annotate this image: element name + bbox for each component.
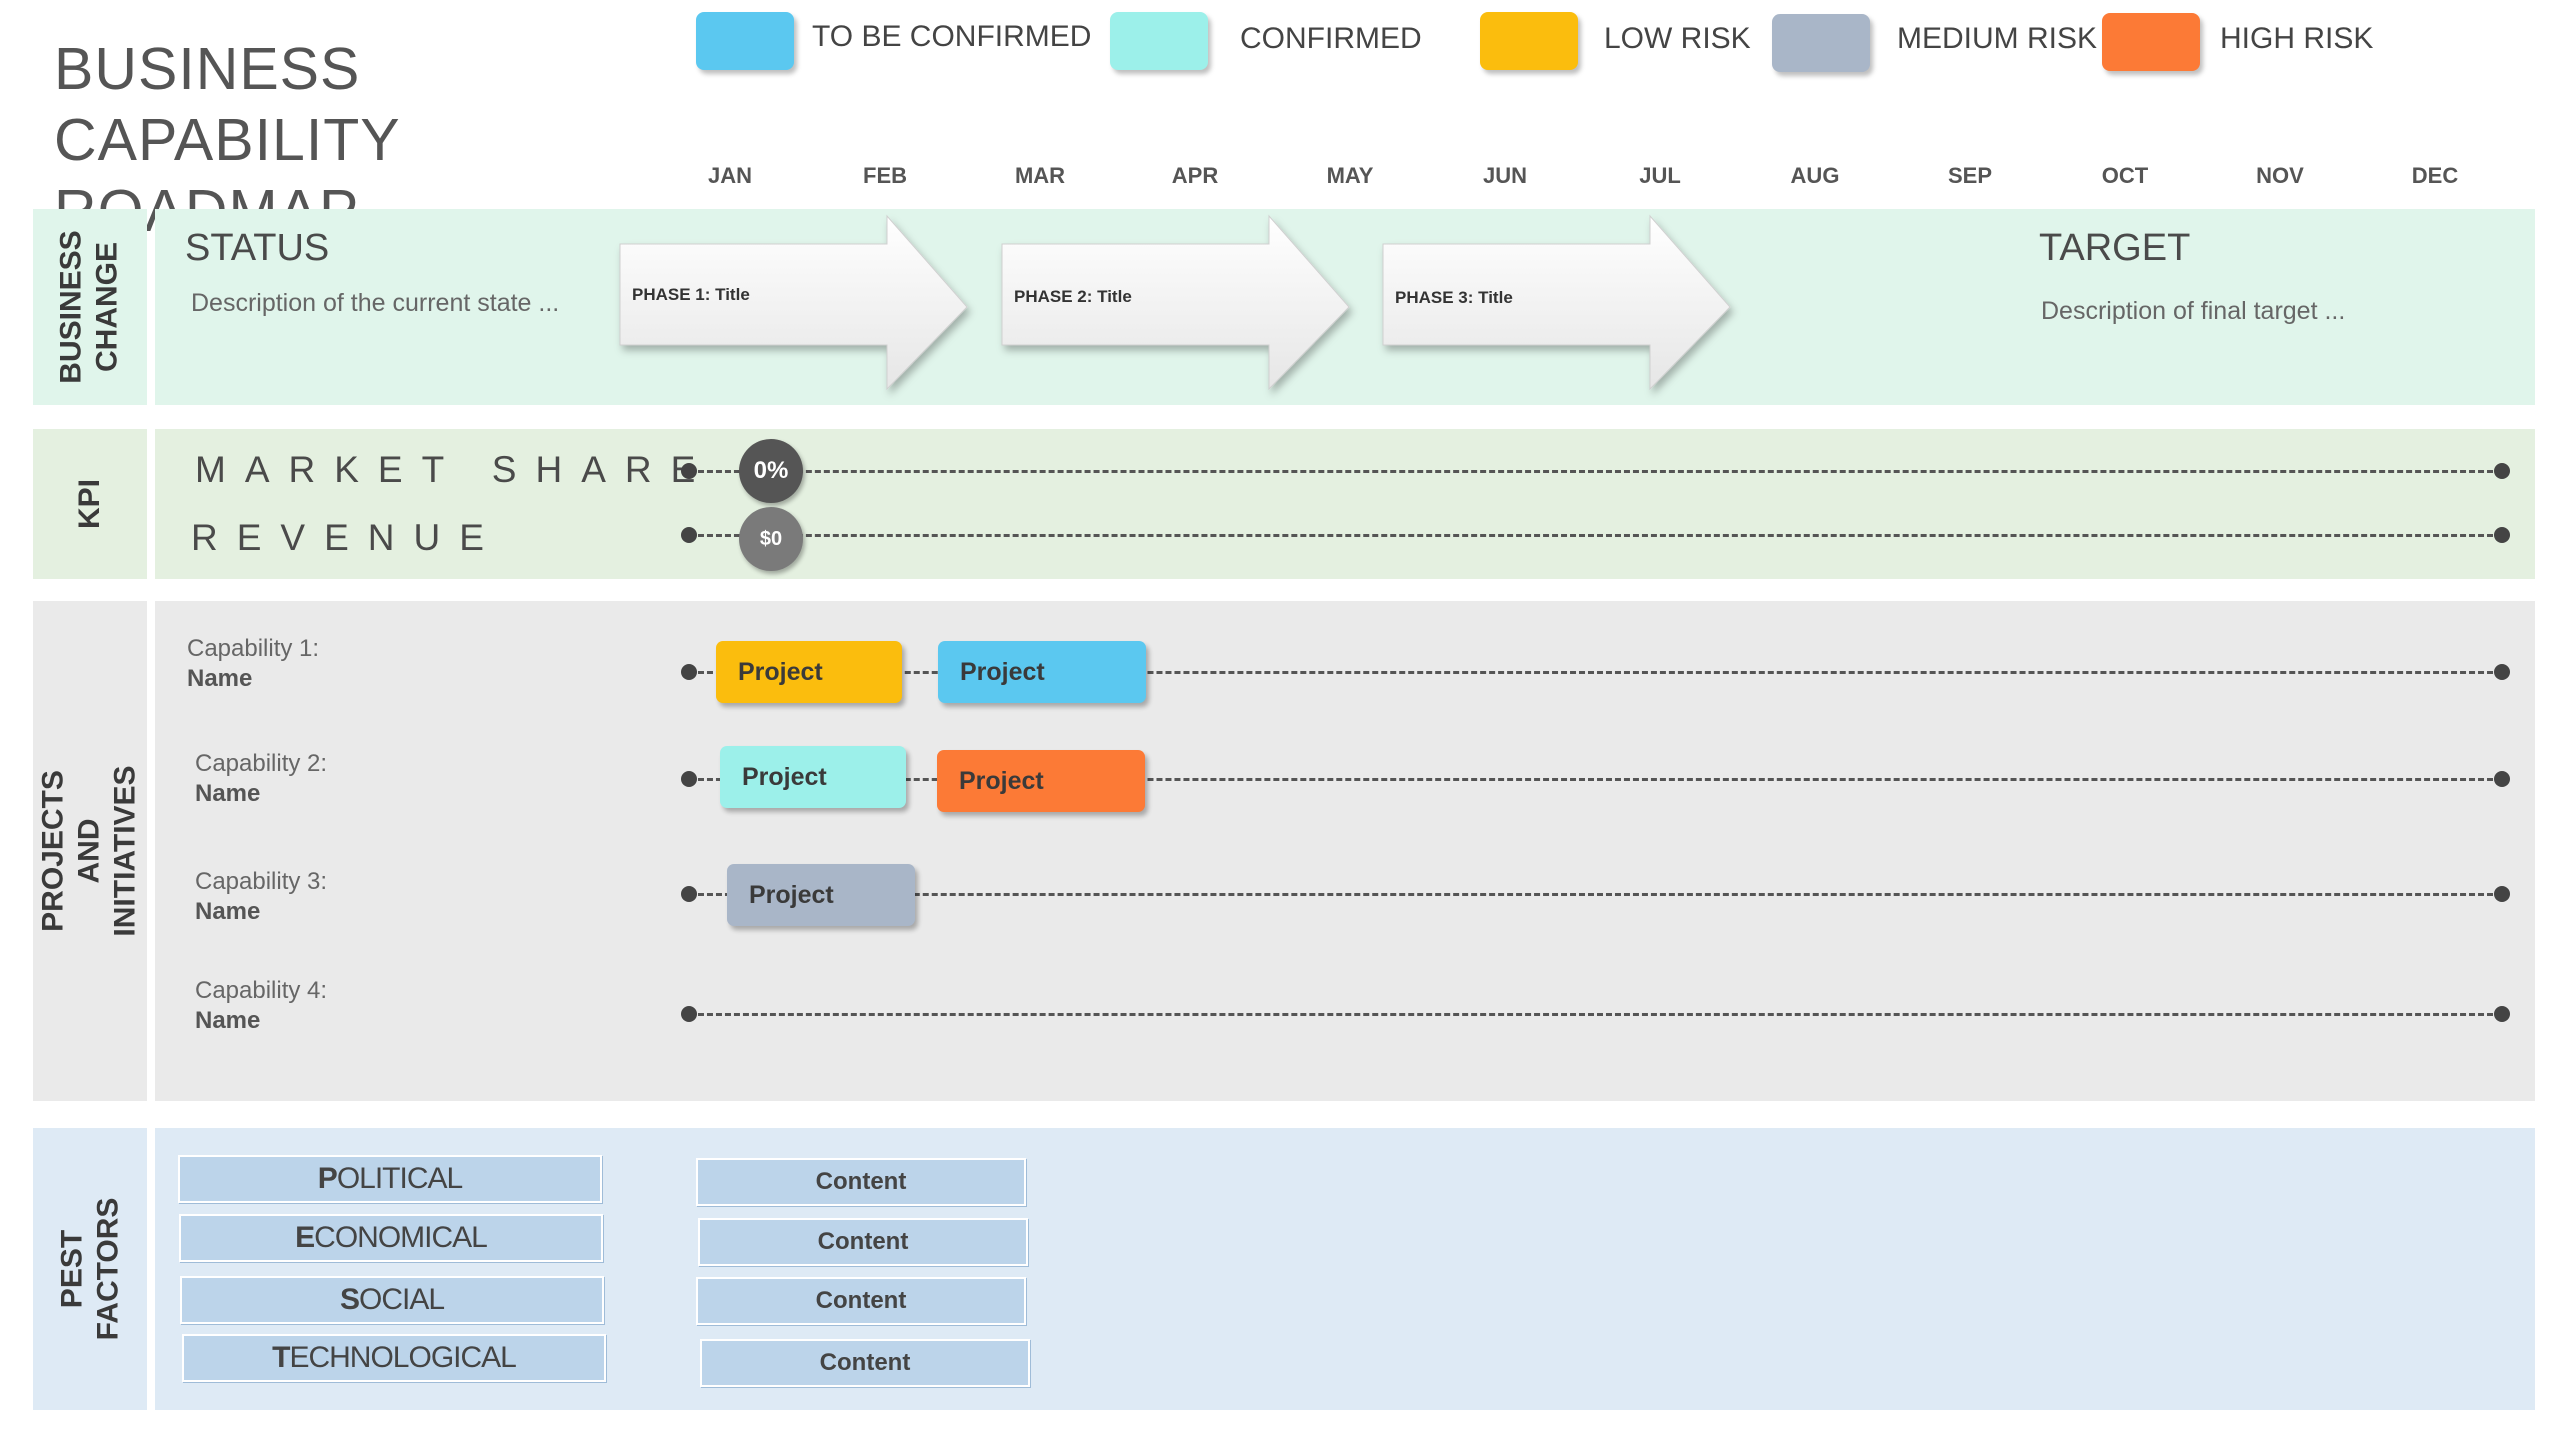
track-end-dot — [2494, 771, 2510, 787]
track-end-dot — [2494, 664, 2510, 680]
capability-2-name: Name — [195, 780, 261, 807]
legend-swatch-medium-risk — [1772, 14, 1870, 72]
track-start-dot — [681, 1006, 697, 1022]
phase-2-label: PHASE 2: Title — [1014, 287, 1132, 306]
capability-1-label: Capability 1: — [187, 635, 320, 662]
month-may: MAY — [1326, 163, 1374, 188]
market-share-track — [689, 470, 2502, 473]
business-change-panel: STATUS Description of the current state … — [155, 209, 2535, 405]
business-change-side-text: BUSINESS CHANGE — [55, 230, 124, 384]
kpi-side-label: KPI — [33, 429, 147, 579]
market-share-value-badge: 0% — [739, 439, 803, 503]
legend-label-low-risk: LOW RISK — [1604, 22, 1751, 55]
capability-4-name: Name — [195, 1007, 261, 1034]
revenue-track — [689, 534, 2502, 537]
phase-3-arrow — [1382, 214, 1731, 391]
phase-2-arrow — [1001, 214, 1350, 391]
projects-side-label: PROJECTS AND INITIATIVES — [33, 601, 147, 1101]
revenue-label: REVENUE — [191, 517, 503, 558]
track-start-dot — [681, 463, 697, 479]
pest-factor-text: CONOMICAL — [314, 1221, 488, 1254]
month-aug: AUG — [1790, 163, 1840, 188]
capability-4-label: Capability 4: — [195, 977, 328, 1004]
legend-swatch-low-risk — [1480, 12, 1578, 70]
target-heading: TARGET — [2039, 227, 2191, 269]
legend-label-confirmed: CONFIRMED — [1240, 22, 1422, 55]
projects-panel: Capability 1: Name Capability 2: Name Ca… — [155, 601, 2535, 1101]
legend-label-high-risk: HIGH RISK — [2220, 22, 2374, 55]
month-mar: MAR — [1014, 163, 1066, 188]
pest-content-technological: Content — [700, 1339, 1030, 1387]
pest-content-social: Content — [696, 1277, 1026, 1325]
pest-side-label: PEST FACTORS — [33, 1128, 147, 1410]
pest-factor-text: OLITICAL — [336, 1162, 463, 1195]
track-end-dot — [2494, 527, 2510, 543]
capability-3-project-1[interactable]: Project — [727, 864, 915, 926]
phase-arrows — [619, 214, 1731, 391]
track-start-dot — [681, 886, 697, 902]
pest-factor-text: OCIAL — [358, 1283, 445, 1316]
revenue-value-badge: $0 — [739, 507, 803, 571]
legend-label-medium-risk: MEDIUM RISK — [1897, 22, 2098, 55]
capability-1-project-1[interactable]: Project — [716, 641, 902, 703]
month-sep: SEP — [1947, 163, 1993, 188]
legend-label-to-be-confirmed: TO BE CONFIRMED — [812, 20, 1092, 53]
capability-3-track — [689, 893, 2502, 896]
legend-swatch-to-be-confirmed — [696, 12, 794, 70]
capability-1-name: Name — [187, 665, 253, 692]
capability-3-label: Capability 3: — [195, 868, 328, 895]
capability-4-track — [689, 1013, 2502, 1016]
pest-content-economical: Content — [698, 1218, 1028, 1266]
market-share-label: MARKET SHARE — [195, 449, 715, 490]
projects-side-text: PROJECTS AND INITIATIVES — [37, 765, 142, 937]
kpi-panel: MARKET SHARE REVENUE — [155, 429, 2535, 579]
capability-1-track — [689, 671, 2502, 674]
business-change-side-label: BUSINESS CHANGE — [33, 209, 147, 405]
capability-2-project-2[interactable]: Project — [937, 750, 1145, 812]
month-oct: OCT — [2101, 163, 2149, 188]
legend-swatch-confirmed — [1110, 12, 1208, 70]
status-description: Description of the current state ... — [191, 289, 560, 317]
month-jul: JUL — [1639, 163, 1681, 188]
track-start-dot — [681, 664, 697, 680]
month-jan: JAN — [707, 163, 752, 188]
month-feb: FEB — [863, 163, 907, 188]
track-end-dot — [2494, 463, 2510, 479]
pest-initial: E — [295, 1221, 315, 1254]
status-heading: STATUS — [185, 227, 330, 269]
phase-1-arrow — [619, 214, 968, 391]
phase-3-label: PHASE 3: Title — [1395, 288, 1513, 307]
pest-initial: T — [272, 1341, 290, 1374]
capability-1-project-2[interactable]: Project — [938, 641, 1146, 703]
capability-2-project-1[interactable]: Project — [720, 746, 906, 808]
month-nov: NOV — [2256, 163, 2304, 188]
month-dec: DEC — [2411, 163, 2459, 188]
kpi-side-text: KPI — [72, 478, 106, 530]
track-start-dot — [681, 527, 697, 543]
pest-factor-text: ECHNOLOGICAL — [289, 1341, 516, 1374]
month-apr: APR — [1171, 163, 1219, 188]
target-description: Description of final target ... — [2041, 297, 2346, 325]
month-jun: JUN — [1482, 163, 1527, 188]
track-start-dot — [681, 771, 697, 787]
legend-swatch-high-risk — [2102, 13, 2200, 71]
pest-content-political: Content — [696, 1158, 1026, 1206]
phase-1-label: PHASE 1: Title — [632, 285, 750, 304]
pest-initial: P — [317, 1162, 338, 1195]
capability-2-label: Capability 2: — [195, 750, 328, 777]
track-end-dot — [2494, 886, 2510, 902]
capability-2-track — [689, 778, 2502, 781]
capability-3-name: Name — [195, 898, 261, 925]
track-end-dot — [2494, 1006, 2510, 1022]
pest-side-text: PEST FACTORS — [55, 1197, 124, 1341]
pest-initial: S — [339, 1283, 360, 1316]
